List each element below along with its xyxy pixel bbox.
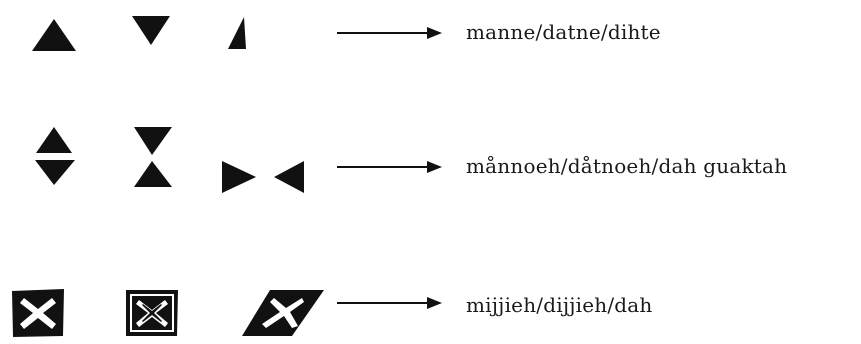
symbol-group-plural <box>0 270 330 344</box>
arrow-icon <box>337 27 442 39</box>
down-triangle-icon <box>132 16 170 45</box>
arrow-icon <box>337 161 442 173</box>
triangle-pair-up-over-down-icon <box>35 127 75 185</box>
triangle-pair-down-over-up-icon <box>134 127 172 187</box>
x-parallelogram-icon <box>242 290 324 336</box>
legend-row-singular: manne/datne/dihte <box>0 0 861 80</box>
label-singular: manne/datne/dihte <box>466 20 661 44</box>
label-dual: månnoeh/dåtnoeh/dah guaktah <box>466 154 788 178</box>
up-triangle-icon <box>32 19 76 51</box>
x-square-solid-icon <box>12 289 64 337</box>
symbol-group-singular <box>0 0 330 80</box>
x-square-outlined-icon <box>126 290 178 336</box>
legend-row-dual: månnoeh/dåtnoeh/dah guaktah <box>0 125 861 225</box>
half-triangle-icon <box>228 17 246 49</box>
label-plural: mijjieh/dijjieh/dah <box>466 293 653 317</box>
symbol-group-dual <box>0 125 330 225</box>
triangle-pair-facing-icon <box>222 161 304 193</box>
arrow-icon <box>337 297 442 309</box>
legend-row-plural: mijjieh/dijjieh/dah <box>0 270 861 344</box>
